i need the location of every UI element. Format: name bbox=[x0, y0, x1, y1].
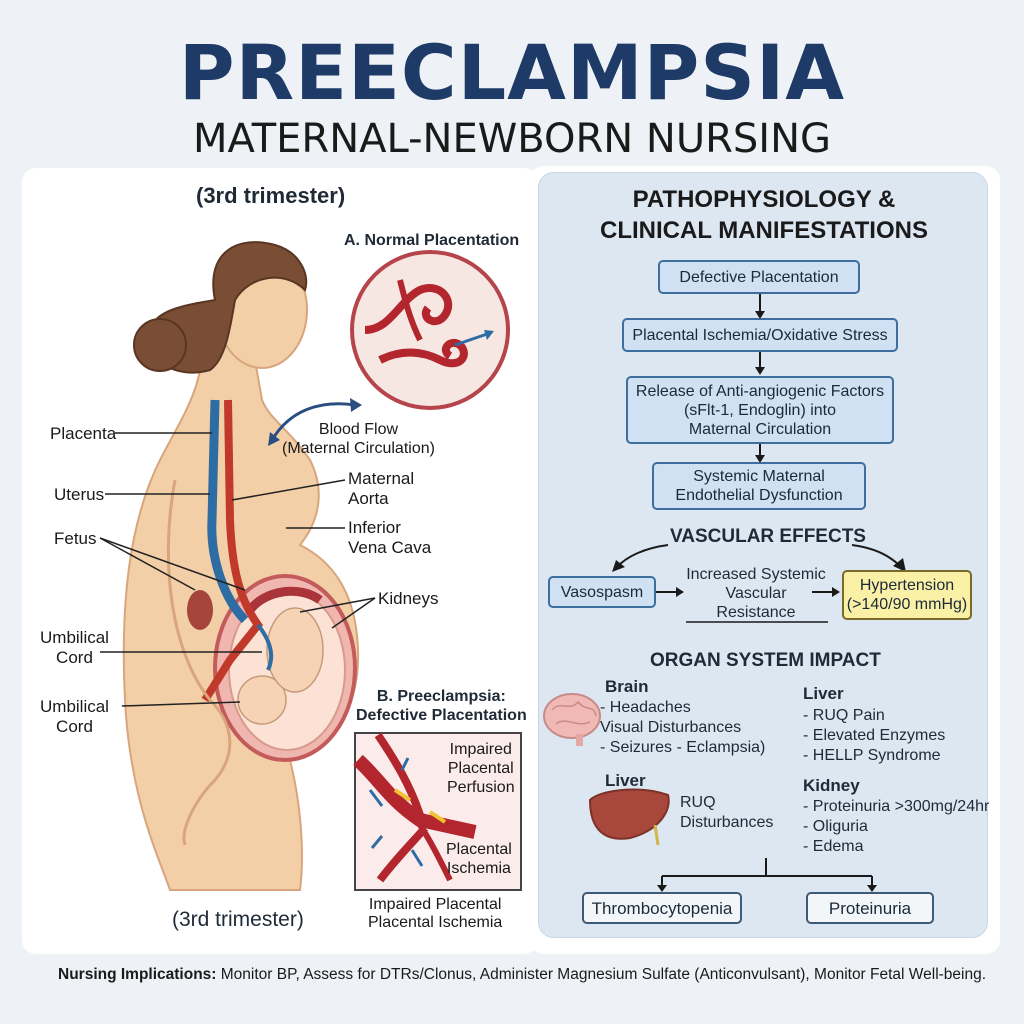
hair-bun bbox=[133, 318, 187, 372]
blood-flow-arrowhead-left bbox=[268, 432, 280, 446]
flow-arrowhead-circle bbox=[484, 330, 494, 340]
spiral-artery-3 bbox=[397, 279, 423, 342]
vasc-arrowhead-right bbox=[893, 558, 906, 572]
nursing-implications-text: Monitor BP, Assess for DTRs/Clonus, Admi… bbox=[216, 966, 987, 983]
kidney bbox=[187, 590, 213, 630]
flow-box-defective-placentation: Defective Placentation bbox=[658, 260, 860, 294]
label-umbilical-cord-1: Umbilical Cord bbox=[40, 628, 109, 667]
gallbladder bbox=[653, 824, 660, 846]
arm bbox=[166, 479, 232, 846]
brain-icon bbox=[543, 693, 601, 739]
placental-ischemia-label: Placental Ischemia bbox=[446, 841, 512, 877]
spiral-artery-2 bbox=[378, 338, 468, 368]
vaso-to-svr-head bbox=[676, 587, 684, 597]
svr-label: Increased Systemic Vascular Resistance bbox=[686, 566, 826, 621]
liver-left-items: RUQ Disturbances bbox=[680, 794, 774, 831]
blue-arrow-2 bbox=[400, 757, 410, 771]
label-uterus: Uterus bbox=[54, 485, 105, 504]
impaired-perfusion-label: Impaired Placental Perfusion bbox=[447, 741, 515, 796]
defective-placentation-title: B. Preeclampsia: Defective Placentation bbox=[356, 688, 527, 724]
organ-system-title: ORGAN SYSTEM IMPACT bbox=[650, 650, 881, 671]
brain-title: Brain bbox=[605, 677, 649, 696]
label-maternal-aorta: Maternal Aorta bbox=[348, 469, 415, 508]
fetus-body bbox=[266, 607, 324, 693]
kidneys-leader-1 bbox=[299, 597, 376, 613]
blue-arrow-4 bbox=[410, 849, 424, 867]
flow-box-endothelial-dysfunction: Systemic Maternal Endothelial Dysfunctio… bbox=[652, 462, 866, 510]
flow-arrowhead-1 bbox=[755, 311, 765, 319]
brain-items: - Headaches Visual Disturbances - Seizur… bbox=[600, 699, 766, 756]
cord-leader-2 bbox=[121, 701, 241, 707]
main-title: PREECLAMPSIA bbox=[178, 28, 846, 117]
label-inferior-vena-cava: Inferior Vena Cava bbox=[348, 518, 432, 557]
flow-arrowhead-3 bbox=[755, 455, 765, 463]
vein-path bbox=[207, 399, 249, 624]
cord bbox=[256, 623, 274, 671]
label-placenta: Placenta bbox=[50, 424, 117, 443]
normal-placentation-circle bbox=[350, 250, 510, 410]
artery-path bbox=[201, 399, 264, 703]
connector-right-head bbox=[867, 885, 877, 892]
label-kidneys: Kidneys bbox=[378, 589, 439, 608]
defective-vessel-4 bbox=[417, 823, 453, 882]
brain-folds bbox=[551, 700, 597, 725]
connector-left-head bbox=[657, 885, 667, 892]
pathophysiology-title: PATHOPHYSIOLOGY & CLINICAL MANIFESTATION… bbox=[600, 186, 928, 244]
thrombocytopenia-box: Thrombocytopenia bbox=[582, 892, 742, 924]
fetus-leader-2 bbox=[99, 537, 196, 591]
normal-placentation-title: A. Normal Placentation bbox=[344, 232, 520, 249]
proteinuria-box: Proteinuria bbox=[806, 892, 934, 924]
liver-left-title: Liver bbox=[605, 771, 646, 790]
svr-to-htn-head bbox=[832, 587, 840, 597]
aorta-leader bbox=[231, 479, 346, 501]
brain-stem bbox=[576, 734, 583, 746]
ischemia-marks bbox=[393, 788, 447, 824]
vascular-effects-title: VASCULAR EFFECTS bbox=[670, 526, 866, 547]
flow-arrow-circle bbox=[454, 331, 491, 347]
vasospasm-box: Vasospasm bbox=[548, 576, 656, 608]
bottom-trimester-caption: (3rd trimester) bbox=[172, 908, 304, 931]
label-umbilical-cord-2: Umbilical Cord bbox=[40, 697, 109, 736]
main-subtitle: MATERNAL-NEWBORN NURSING bbox=[192, 116, 832, 162]
blood-flow-arrow bbox=[270, 402, 356, 441]
blood-flow-arrowhead-right bbox=[350, 398, 362, 412]
blue-arrow-1 bbox=[368, 789, 384, 807]
top-trimester-caption: (3rd trimester) bbox=[196, 183, 346, 208]
flow-box-placental-ischemia: Placental Ischemia/Oxidative Stress bbox=[622, 318, 898, 352]
liver-icon bbox=[588, 788, 670, 840]
vasc-arrow-left bbox=[617, 544, 669, 567]
liver-right-title: Liver bbox=[803, 684, 844, 703]
defective-vessel-2 bbox=[374, 732, 424, 817]
vasc-arrow-right bbox=[851, 544, 901, 567]
defective-placentation-box bbox=[354, 732, 522, 891]
fetus-head bbox=[237, 675, 287, 725]
nursing-implications: Nursing Implications: Monitor BP, Assess… bbox=[58, 966, 986, 984]
placenta bbox=[246, 586, 323, 613]
flow-arrowhead-2 bbox=[755, 367, 765, 375]
flow-box-antiangiogenic-factors: Release of Anti-angiogenic Factors (sFlt… bbox=[626, 376, 894, 444]
spiral-artery-1 bbox=[364, 284, 453, 334]
kidney-items: - Proteinuria >300mg/24hr - Oliguria - E… bbox=[803, 798, 990, 855]
nursing-implications-label: Nursing Implications: bbox=[58, 966, 217, 983]
blood-flow-label: Blood Flow (Maternal Circulation) bbox=[282, 421, 435, 457]
defective-caption: Impaired Placental Placental Ischemia bbox=[368, 896, 503, 931]
kidney-title: Kidney bbox=[803, 776, 860, 795]
vasc-arrowhead-left bbox=[612, 560, 625, 572]
defective-vessel-3 bbox=[376, 825, 428, 883]
label-fetus: Fetus bbox=[54, 529, 97, 548]
liver-right-items: - RUQ Pain - Elevated Enzymes - HELLP Sy… bbox=[803, 707, 946, 764]
kidneys-leader-2 bbox=[331, 597, 376, 629]
fetus-leader-1 bbox=[99, 537, 246, 591]
hypertension-box: Hypertension (>140/90 mmHg) bbox=[842, 570, 972, 620]
blue-arrow-3 bbox=[370, 835, 384, 849]
defective-vessel-1 bbox=[353, 754, 477, 839]
